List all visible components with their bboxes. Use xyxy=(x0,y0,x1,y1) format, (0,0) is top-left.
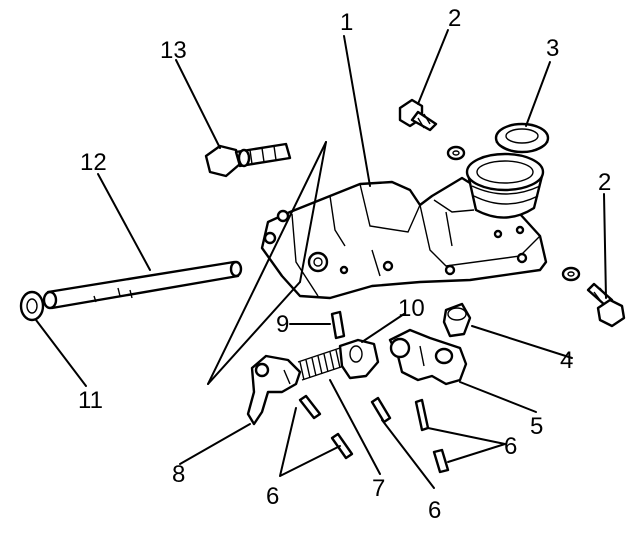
callout-7: 7 xyxy=(372,475,385,502)
bolt-13-part xyxy=(204,142,292,178)
bracket-part xyxy=(388,328,468,386)
actuator-part xyxy=(338,338,380,380)
callout-9: 9 xyxy=(276,311,289,338)
lever-part xyxy=(246,354,302,426)
callout-11: 11 xyxy=(78,387,103,414)
callout-13: 13 xyxy=(160,37,187,64)
pin-9-part xyxy=(330,310,346,340)
callout-6-left: 6 xyxy=(266,483,279,510)
callout-2-upper: 2 xyxy=(448,5,461,32)
spring-part xyxy=(297,347,345,381)
callout-6-right: 6 xyxy=(504,433,517,460)
bolt-lower-part xyxy=(561,266,626,328)
shaft-part xyxy=(42,260,243,310)
callout-4: 4 xyxy=(560,347,573,374)
housing-part xyxy=(260,152,548,300)
seal-ring-part xyxy=(494,122,550,154)
bushing-part xyxy=(442,302,472,338)
callouts: 1 2 2 3 4 5 6 6 6 7 8 9 10 11 12 13 xyxy=(78,5,611,524)
callout-5: 5 xyxy=(530,413,543,440)
seal-11-part xyxy=(19,290,45,322)
callout-6-middle: 6 xyxy=(428,497,441,524)
bolt-upper-part xyxy=(398,98,466,161)
callout-10: 10 xyxy=(398,295,425,322)
callout-8: 8 xyxy=(172,461,185,488)
callout-3: 3 xyxy=(546,35,559,62)
callout-12: 12 xyxy=(80,149,107,176)
callout-2-lower: 2 xyxy=(598,169,611,196)
callout-1: 1 xyxy=(340,9,353,36)
pins-6-part xyxy=(298,394,450,474)
leader-lines xyxy=(35,29,607,489)
